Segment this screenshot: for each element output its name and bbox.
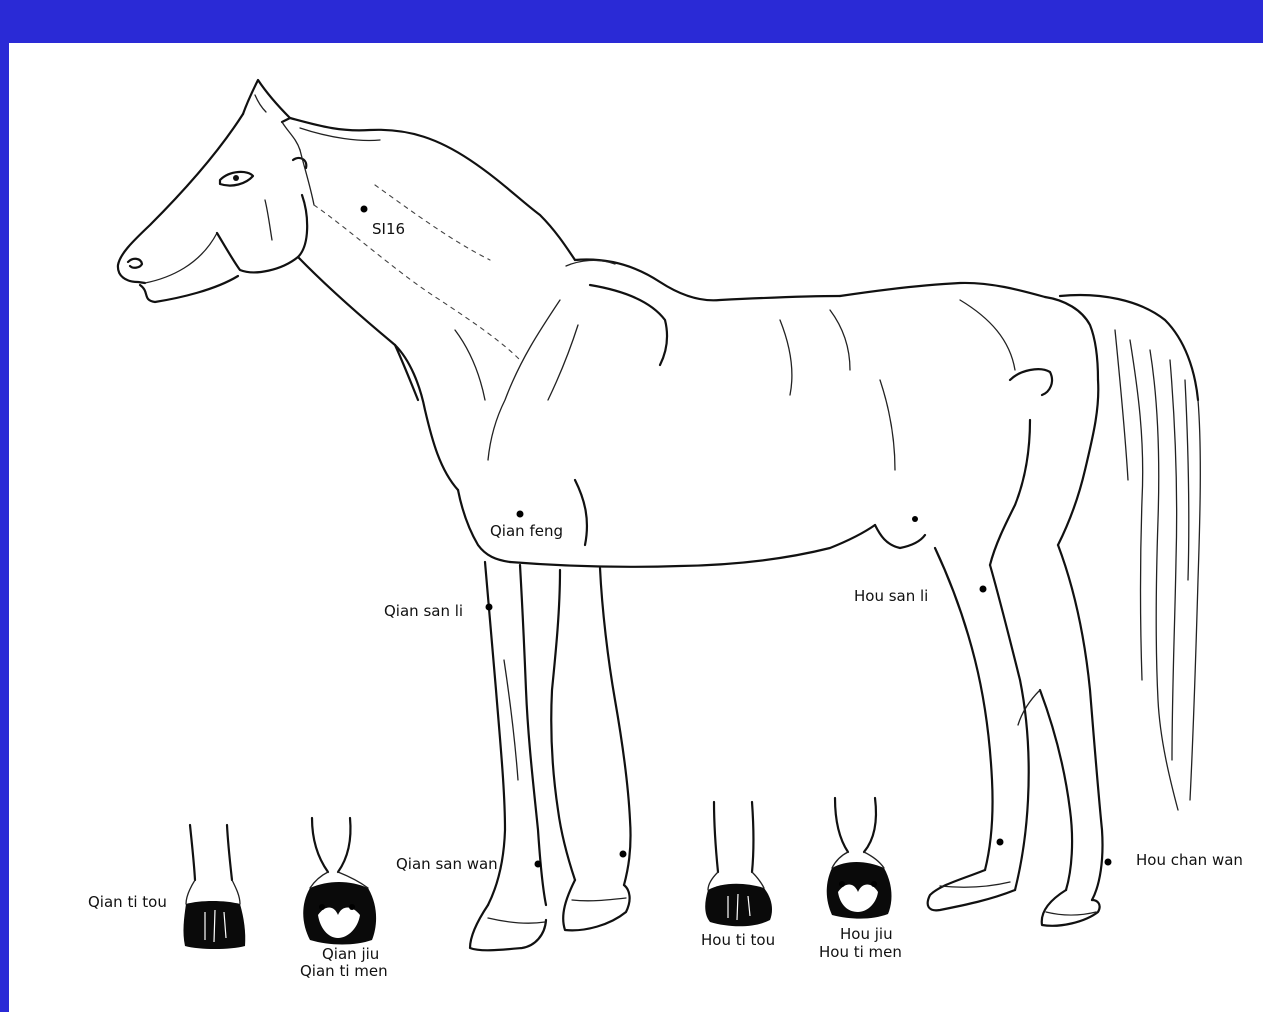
hoof-icon-hou-ti-tou: [705, 802, 772, 926]
hoof-icon-hou-jiu: [827, 798, 892, 919]
horse-neck: [290, 118, 840, 490]
label-qian-feng: Qian feng: [490, 523, 563, 540]
label-qian-san-li: Qian san li: [384, 603, 463, 620]
hoof-icon-qian-jiu: [303, 818, 376, 945]
point-dot-hou-chan-wan: [1105, 859, 1112, 866]
label-si16: SI16: [372, 221, 405, 238]
label-hou-ti-men: Hou ti men: [819, 944, 902, 961]
label-hou-ti-tou: Hou ti tou: [701, 932, 775, 949]
label-qian-ti-tou: Qian ti tou: [88, 894, 167, 911]
label-hou-jiu: Hou jiu: [840, 926, 893, 943]
horse-head: [118, 80, 314, 302]
label-hou-san-li: Hou san li: [854, 588, 928, 605]
point-dot-qian-san-li: [486, 604, 493, 611]
hind-legs: [928, 545, 1103, 926]
horse-tail: [1060, 295, 1200, 810]
hoof-icon-qian-ti-tou: [183, 825, 245, 949]
point-dot-si16: [361, 206, 368, 213]
label-hou-chan-wan: Hou chan wan: [1136, 852, 1243, 869]
point-dot-hou-san-li-1: [912, 516, 918, 522]
label-qian-ti-men: Qian ti men: [300, 963, 388, 980]
point-dot-hou-san-li: [980, 586, 987, 593]
point-dot-qian-feng: [517, 511, 524, 518]
label-qian-san-wan: Qian san wan: [396, 856, 498, 873]
point-dot-hou-chan-wan-1: [997, 839, 1004, 846]
label-qian-jiu: Qian jiu: [322, 946, 379, 963]
point-dot-qian-san-wan-1: [535, 861, 542, 868]
front-legs: [470, 562, 631, 950]
point-dot-qian-san-wan-2: [620, 851, 627, 858]
